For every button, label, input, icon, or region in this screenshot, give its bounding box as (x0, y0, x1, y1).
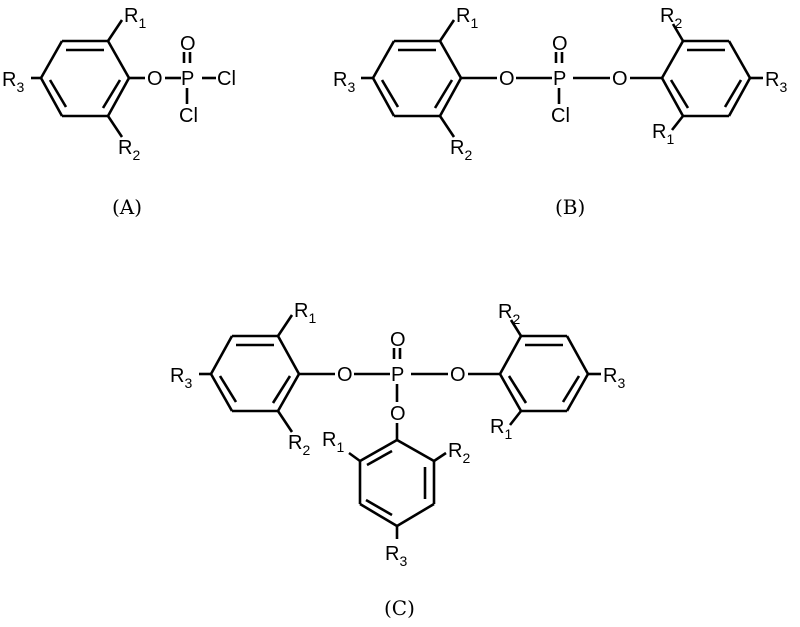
c-phosphorus-label: P (391, 364, 404, 386)
b-left-r2-label: R2 (450, 137, 472, 163)
a-phosphorus-label: P (181, 68, 194, 90)
b-left-r1-label: R1 (456, 5, 478, 31)
a-chlorine-down-label: Cl (179, 105, 198, 127)
c-left-r3-label: R3 (170, 365, 192, 391)
b-oxygen-left-label: O (499, 68, 515, 90)
b-right-r1-label: R1 (652, 121, 674, 147)
b-right-r3-label: R3 (765, 69, 787, 95)
b-double-oxygen-label: O (552, 33, 568, 55)
c-double-oxygen-label: O (390, 329, 406, 351)
c-oxygen-down-label: O (390, 403, 406, 425)
c-left-r2-label: R2 (288, 432, 310, 458)
a-chlorine-right-label: Cl (217, 68, 236, 90)
b-oxygen-right-label: O (612, 68, 628, 90)
c-right-r1-label: R1 (490, 416, 512, 442)
structure-b: R1 R2 R3 O P O O Cl R2 R1 R3 (B) (333, 5, 787, 219)
caption-c: (C) (384, 596, 415, 620)
a-r3-label: R3 (2, 69, 24, 95)
a-double-oxygen-label: O (180, 33, 196, 55)
c-right-r3-label: R3 (603, 365, 625, 391)
structure-a: R1 R2 R3 O P O Cl Cl (A) (2, 5, 236, 219)
b-left-r3-label: R3 (333, 69, 355, 95)
a-r2-label: R2 (118, 137, 140, 163)
structure-c: R1 R2 R3 O P O O O R2 R1 R3 R1 R2 R3 (C) (170, 300, 625, 620)
c-oxygen-right-label: O (450, 364, 466, 386)
caption-b: (B) (555, 195, 585, 219)
c-right-r2-label: R2 (498, 301, 520, 327)
a-r1-label: R1 (124, 5, 146, 31)
c-oxygen-left-label: O (337, 364, 353, 386)
b-phosphorus-label: P (553, 68, 566, 90)
c-bottom-r3-label: R3 (385, 543, 407, 569)
b-right-r2-label: R2 (660, 5, 682, 31)
caption-a: (A) (112, 195, 142, 219)
c-left-r1-label: R1 (294, 300, 316, 326)
c-bottom-r1-label: R1 (322, 429, 344, 455)
c-bottom-r2-label: R2 (448, 440, 470, 466)
b-chlorine-label: Cl (551, 105, 570, 127)
a-oxygen-label: O (147, 68, 163, 90)
